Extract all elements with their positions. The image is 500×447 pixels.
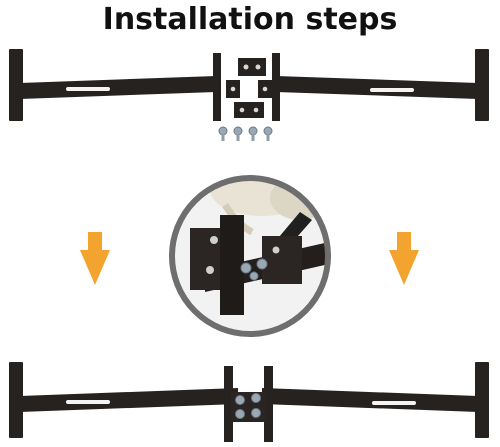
joint-plate-right (264, 366, 273, 442)
right-bar-slot (370, 88, 414, 92)
zoom-screw (249, 271, 259, 281)
right-bar (262, 388, 478, 412)
right-end-plate (475, 362, 489, 438)
joint-screws (235, 393, 261, 419)
loose-plate-top (238, 58, 266, 76)
left-bar-slot (66, 87, 110, 91)
bolt (218, 126, 228, 141)
zoom-screw (256, 258, 268, 270)
zoom-screw (240, 262, 252, 274)
bolt (263, 126, 273, 141)
right-bar (276, 76, 478, 99)
bracket-disassembled (9, 49, 489, 141)
center-plate-right (272, 53, 280, 121)
right-end-plate (475, 49, 489, 121)
joint-plate-left (224, 366, 233, 442)
left-bar-slot (66, 400, 110, 404)
right-bar-slot (372, 401, 416, 405)
left-end-plate (9, 49, 23, 121)
arrow-down-icon (80, 232, 110, 285)
arrow-down-icon (389, 232, 419, 285)
bolt (233, 126, 243, 141)
zoom-plate-center (220, 215, 244, 315)
bolt (248, 126, 258, 141)
left-bar (20, 76, 216, 99)
loose-plate-left (226, 80, 240, 98)
zoom-plate-right (262, 236, 302, 284)
loose-plate-bottom (234, 102, 264, 118)
bolts (218, 126, 273, 141)
center-plate-left (213, 53, 221, 121)
left-bar (20, 388, 238, 412)
loose-plate-right (258, 80, 272, 98)
page-title: Installation steps (102, 2, 398, 37)
bracket-assembled (9, 362, 489, 442)
left-end-plate (9, 362, 23, 438)
assembly-zoom-circle (169, 175, 331, 337)
